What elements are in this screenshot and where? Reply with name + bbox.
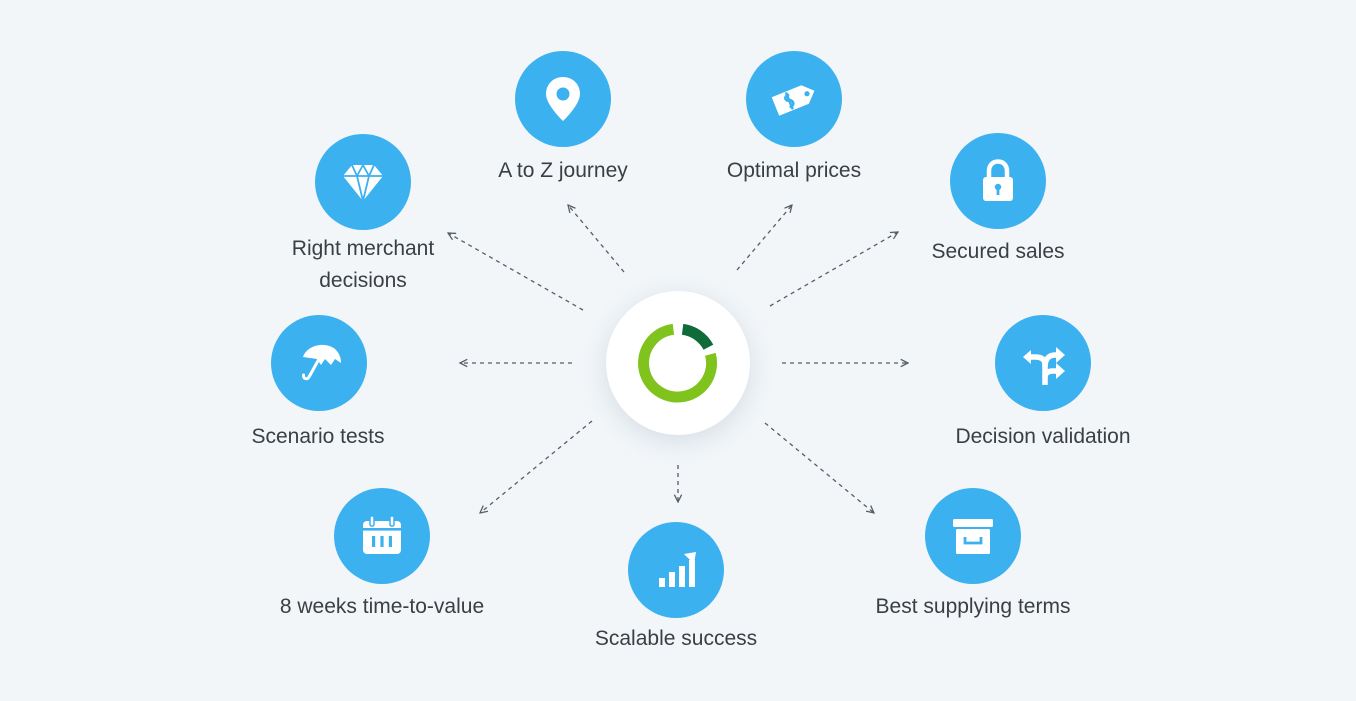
connector-journey bbox=[568, 205, 625, 273]
node-journey bbox=[515, 51, 611, 147]
hub-logo bbox=[606, 291, 750, 435]
node-prices bbox=[746, 51, 842, 147]
node-decision bbox=[995, 315, 1091, 411]
node-scalable bbox=[628, 522, 724, 618]
label-decision: Decision validation bbox=[955, 425, 1131, 448]
label-journey: A to Z journey bbox=[498, 159, 628, 182]
green-ring-logo-icon bbox=[638, 323, 718, 403]
node-secured bbox=[950, 133, 1046, 229]
node-merchant bbox=[315, 134, 411, 230]
node-scenario bbox=[271, 315, 367, 411]
connector-prices bbox=[736, 205, 792, 271]
connector-secured bbox=[769, 232, 898, 307]
label-scenario: Scenario tests bbox=[251, 425, 385, 448]
umbrella-icon bbox=[301, 344, 341, 381]
label-secured: Secured sales bbox=[931, 240, 1065, 263]
bar-chart-icon bbox=[659, 552, 696, 587]
split-arrows-icon bbox=[1023, 347, 1065, 385]
node-supplying bbox=[925, 488, 1021, 584]
label-weeks: 8 weeks time-to-value bbox=[279, 595, 485, 618]
map-pin-icon bbox=[546, 77, 580, 121]
label-prices: Optimal prices bbox=[726, 159, 862, 182]
connector-weeks bbox=[480, 420, 593, 513]
connector-merchant bbox=[448, 233, 584, 311]
lock-icon bbox=[983, 159, 1013, 201]
connector-supplying bbox=[764, 422, 874, 513]
node-weeks bbox=[334, 488, 430, 584]
calendar-icon bbox=[363, 515, 401, 554]
label-merchant: Right merchant decisions bbox=[291, 237, 435, 292]
label-scalable: Scalable success bbox=[594, 627, 758, 650]
price-tag-icon bbox=[771, 85, 815, 116]
label-supplying: Best supplying terms bbox=[875, 595, 1071, 618]
diamond-icon bbox=[343, 164, 383, 202]
archive-box-icon bbox=[953, 519, 993, 554]
